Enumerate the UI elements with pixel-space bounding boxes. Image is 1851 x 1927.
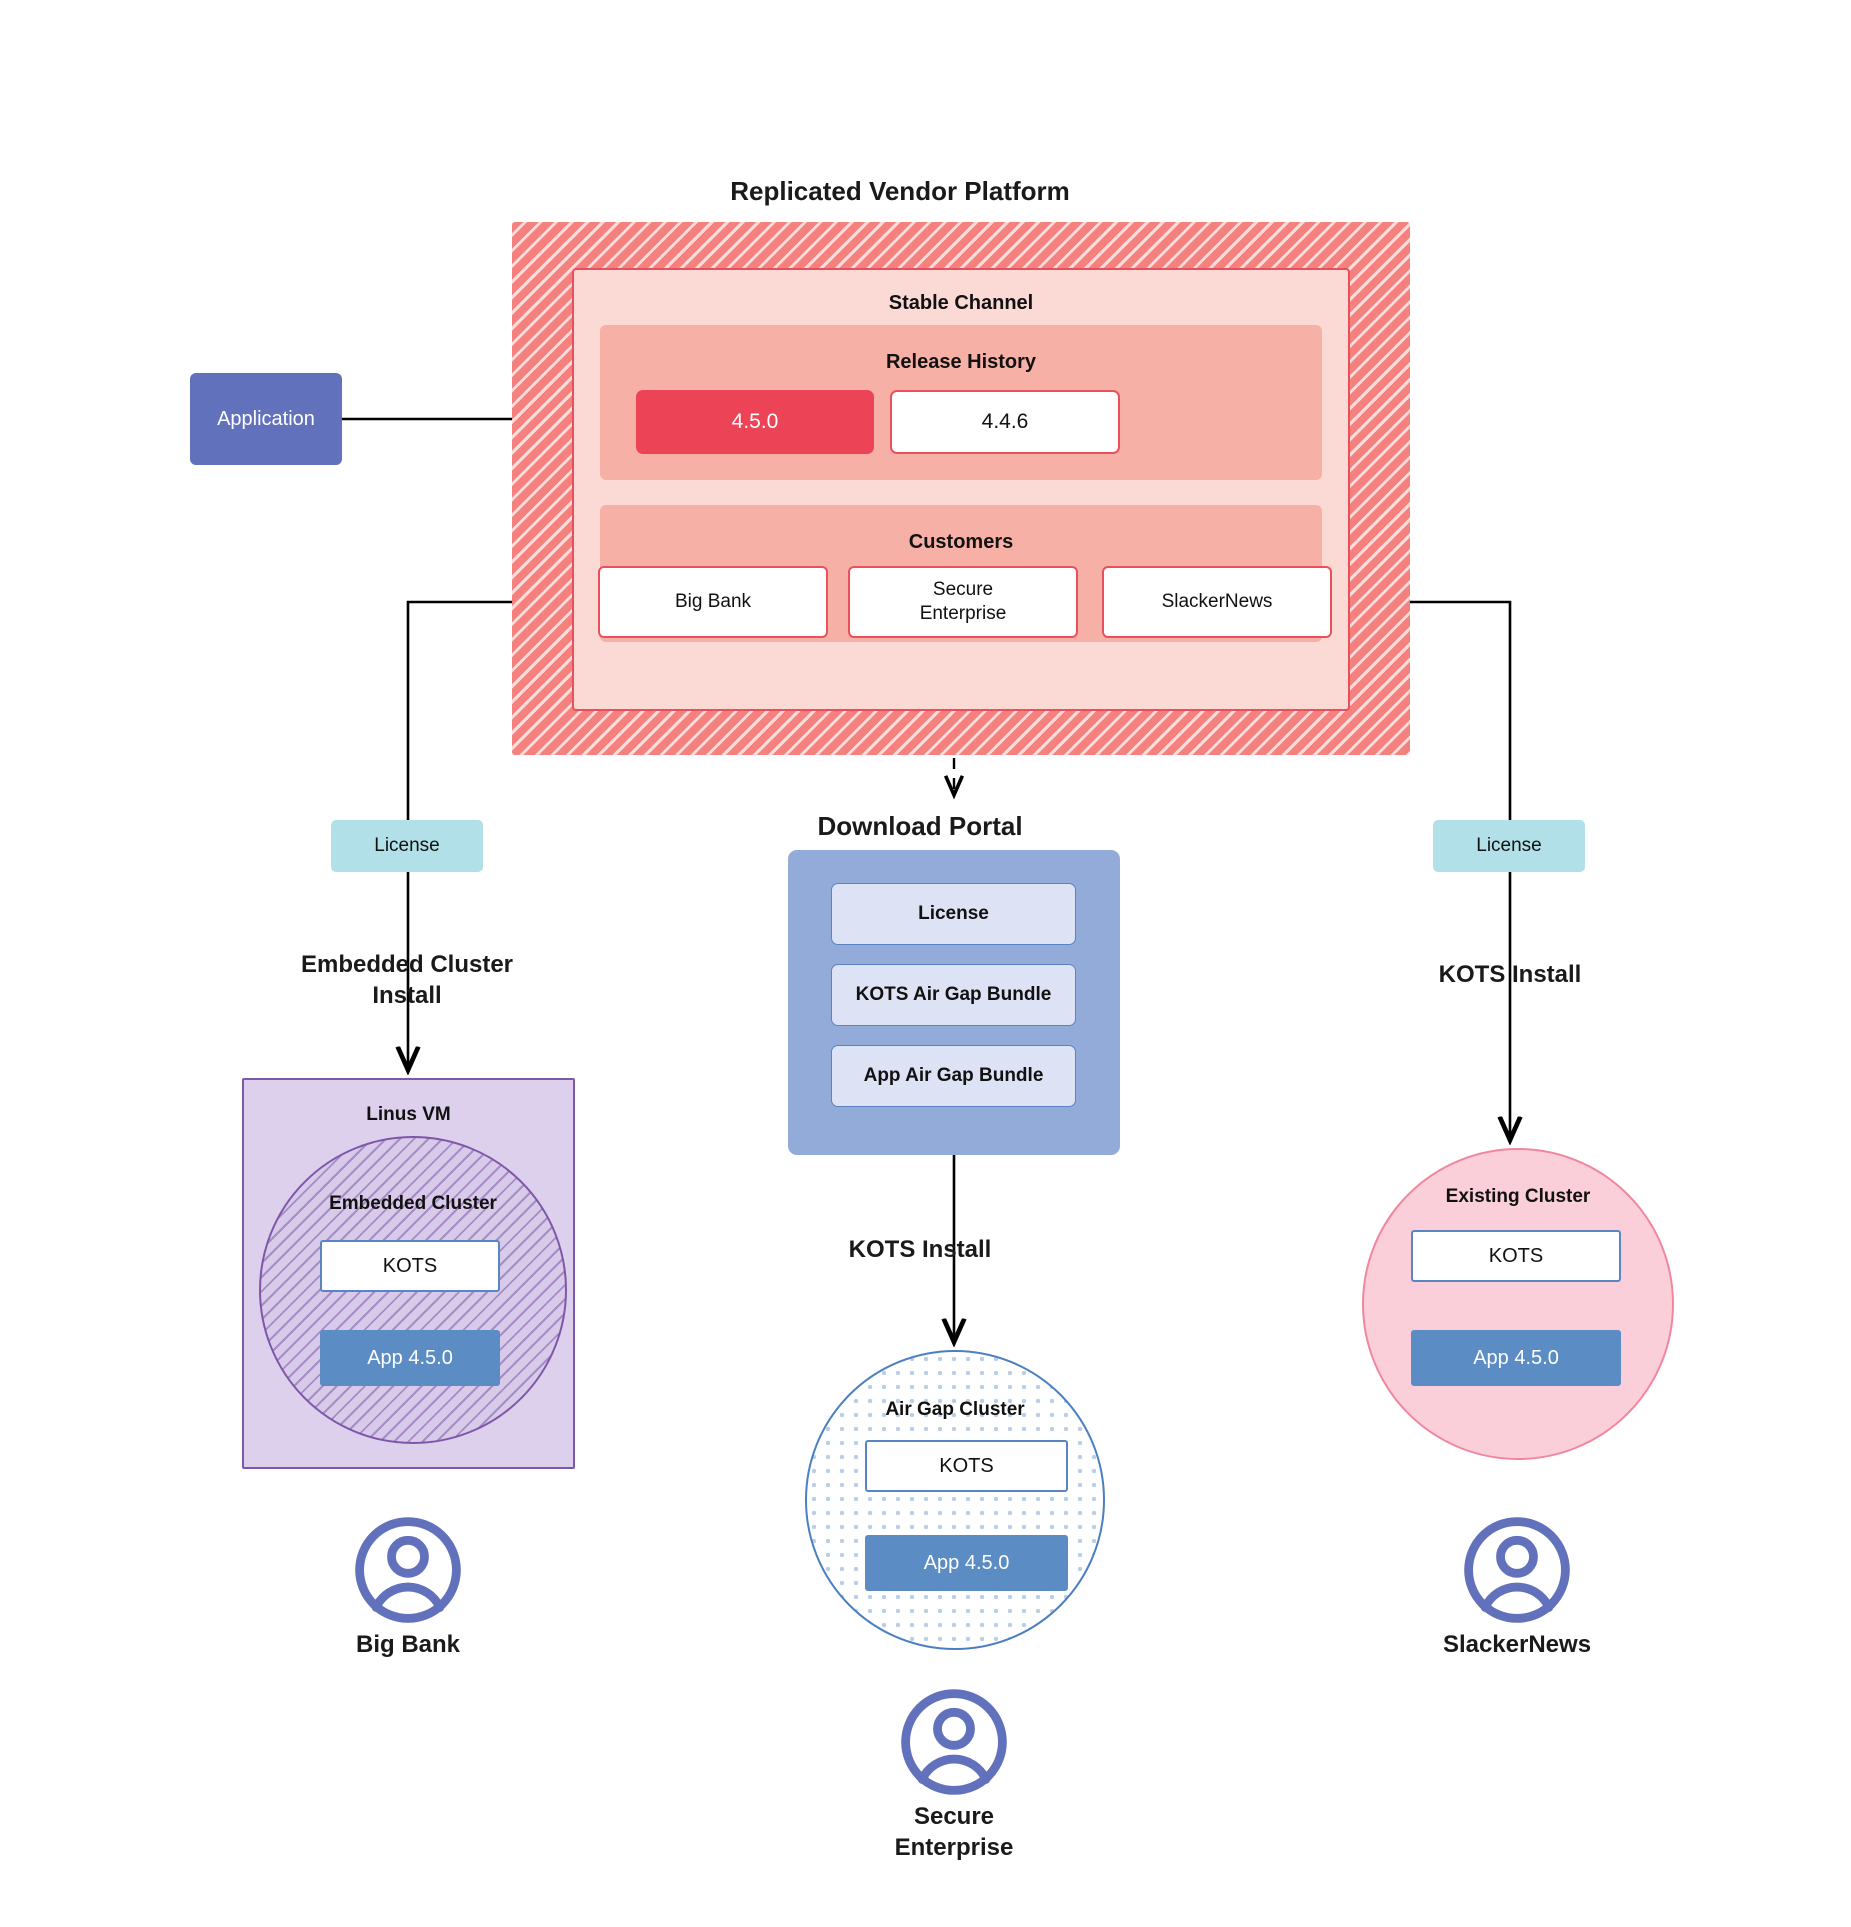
release-card-current[interactable]: 4.5.0 <box>636 390 874 454</box>
portal-item-license[interactable]: License <box>831 883 1076 945</box>
application-node[interactable]: Application <box>190 373 342 465</box>
customer-card-secure-enterprise[interactable]: Secure Enterprise <box>848 566 1078 638</box>
customer-card-slackernews[interactable]: SlackerNews <box>1102 566 1332 638</box>
customer-label-big-bank: Big Bank <box>355 1631 460 1658</box>
download-portal-title: Download Portal <box>817 811 1023 841</box>
customer-label-slackernews: SlackerNews <box>1442 1631 1592 1658</box>
existing-cluster-title: Existing Cluster <box>1445 1186 1591 1207</box>
customer-label-secure-enterprise: Secure Enterprise <box>894 1803 1014 1861</box>
app-version-node-middle[interactable]: App 4.5.0 <box>865 1535 1068 1591</box>
linux-vm-title: Linus VM <box>366 1104 451 1125</box>
license-node-right[interactable]: License <box>1433 820 1585 872</box>
app-version-node-right[interactable]: App 4.5.0 <box>1411 1330 1621 1386</box>
user-avatar-icon <box>1464 1517 1570 1623</box>
edge-label-embedded-cluster-install: Embedded Cluster Install <box>300 951 514 1009</box>
user-avatar-icon <box>901 1689 1007 1795</box>
air-gap-cluster-circle <box>805 1350 1105 1650</box>
page-title: Replicated Vendor Platform <box>730 176 1070 206</box>
kots-node-left[interactable]: KOTS <box>320 1240 500 1292</box>
edge-label-kots-install-middle: KOTS Install <box>848 1236 992 1263</box>
edge-label-kots-install-right: KOTS Install <box>1438 961 1582 988</box>
embedded-cluster-title: Embedded Cluster <box>329 1193 497 1214</box>
kots-node-right[interactable]: KOTS <box>1411 1230 1621 1282</box>
release-history-title: Release History <box>885 351 1037 373</box>
customers-title: Customers <box>908 531 1014 553</box>
app-version-node-left[interactable]: App 4.5.0 <box>320 1330 500 1386</box>
customer-card-big-bank[interactable]: Big Bank <box>598 566 828 638</box>
portal-item-kots-air-gap-bundle[interactable]: KOTS Air Gap Bundle <box>831 964 1076 1026</box>
portal-item-app-air-gap-bundle[interactable]: App Air Gap Bundle <box>831 1045 1076 1107</box>
air-gap-cluster-title: Air Gap Cluster <box>885 1399 1025 1420</box>
kots-node-middle[interactable]: KOTS <box>865 1440 1068 1492</box>
user-avatar-icon <box>355 1517 461 1623</box>
stable-channel-title: Stable Channel <box>888 292 1034 314</box>
license-node-left[interactable]: License <box>331 820 483 872</box>
existing-cluster-circle <box>1362 1148 1674 1460</box>
embedded-cluster-circle <box>259 1136 567 1444</box>
release-card-previous[interactable]: 4.4.6 <box>890 390 1120 454</box>
